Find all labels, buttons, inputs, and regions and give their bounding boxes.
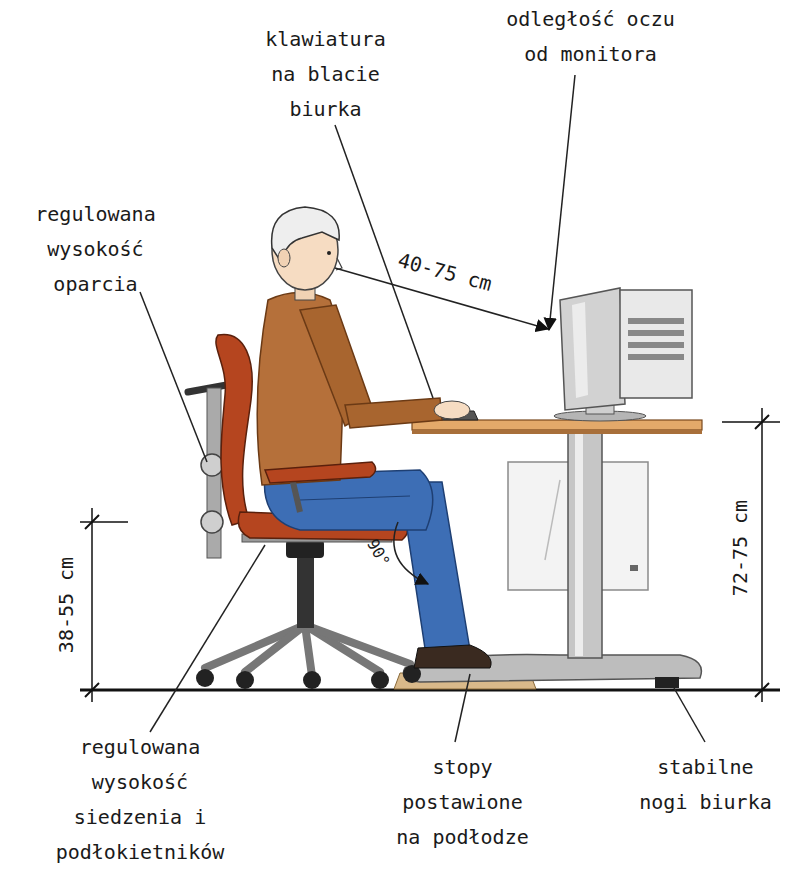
callout-label: regulowana wysokość siedzenia i podłokie…: [40, 730, 240, 870]
leader-line: [455, 674, 470, 742]
desk-foot: [655, 677, 679, 688]
dimension-tick: [85, 515, 99, 529]
desk-column-highlight: [575, 434, 583, 656]
forearm: [345, 398, 442, 428]
armrest: [265, 462, 376, 483]
computer-case-detail: [545, 480, 560, 560]
adjustment-knob: [201, 454, 223, 476]
dimension-tick: [85, 683, 99, 697]
armrest-support: [292, 478, 300, 512]
callout-label: klawiatura na blacie biurka: [258, 22, 393, 127]
leader-line: [150, 545, 265, 732]
jeans-fold: [300, 496, 410, 500]
callout-label: regulowana wysokość oparcia: [28, 197, 163, 302]
extension-line: [722, 421, 780, 423]
chair-wheel: [196, 669, 214, 687]
computer-case-detail: [630, 565, 638, 571]
leader-line: [674, 688, 705, 742]
eye: [327, 251, 331, 255]
callout-label: stopy postawione na podłodze: [395, 750, 530, 855]
callout-label: odległość oczu od monitora: [503, 2, 678, 72]
desk-top-edge: [412, 430, 702, 434]
dimension-tick: [755, 683, 769, 697]
dimension-line: [91, 508, 93, 702]
screen-line: [628, 318, 684, 324]
screen-line: [628, 342, 684, 348]
dimension-tick: [755, 415, 769, 429]
monitor-body: [560, 288, 625, 410]
chair-backrest: [216, 334, 252, 525]
chair-mechanism: [286, 540, 324, 558]
dimension-line: [761, 408, 763, 702]
callout-label: stabilne nogi biurka: [638, 750, 773, 820]
dimension-label: 38-55 cm: [54, 557, 78, 653]
chair-base-leg: [245, 625, 305, 672]
shoe: [414, 645, 491, 668]
adjustment-knob: [201, 511, 223, 533]
chair-base-leg: [305, 625, 410, 664]
chair-wheel: [371, 671, 389, 689]
chair-column: [297, 548, 314, 628]
desk-column: [568, 432, 602, 658]
extension-line: [80, 521, 128, 523]
leader-line: [549, 75, 575, 330]
dimension-label: 72-75 cm: [728, 500, 752, 596]
chair-wheel: [236, 671, 254, 689]
chair-wheel: [303, 671, 321, 689]
desk-top: [412, 420, 702, 430]
angle-arc: [394, 522, 428, 584]
ear: [278, 249, 290, 267]
monitor-highlight: [572, 302, 588, 398]
screen-line: [628, 354, 684, 360]
hand: [434, 401, 470, 419]
monitor-screen: [620, 290, 692, 398]
screen-line: [628, 330, 684, 336]
leader-line: [140, 292, 207, 462]
